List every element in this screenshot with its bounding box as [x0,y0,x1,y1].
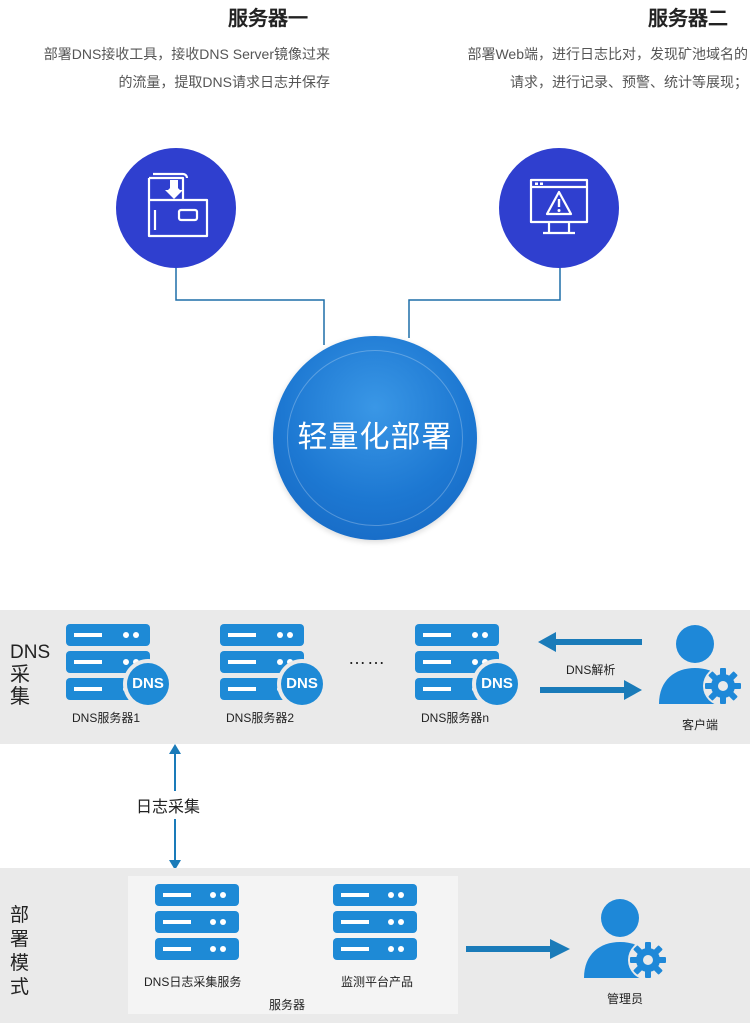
server1-title: 服务器一 [228,8,308,30]
server1-circle [116,148,236,268]
server2-description: 部署Web端，进行日志比对，发现矿池域名的 请求，进行记录、预警、统计等展现； [467,40,748,96]
dns-label-line2: 采 [10,664,30,686]
center-label: 轻量化部署 [297,421,453,454]
deploy-label-char1: 部 [10,905,30,926]
dns-badge-2: DNS [286,675,318,692]
dns-label-line3: 集 [10,686,30,708]
server2-title: 服务器二 [648,8,728,30]
log-service-label: DNS日志采集服务 [144,975,242,989]
dns-resolve-label: DNS解析 [566,663,616,677]
arrow-down-icon [169,860,181,870]
admin-label: 管理员 [607,992,644,1006]
server1-desc-line2: 的流量，提取DNS请求日志并保存 [118,74,330,90]
admin-user-icon [584,899,668,980]
server2-circle [499,148,619,268]
arrow-right-icon [540,680,642,700]
dns-server-2: DNS [220,624,330,706]
dns-server-icon [66,624,173,706]
data-receive-icon [147,172,209,238]
arrow-left-icon [538,632,642,652]
dns-badge-n: DNS [481,675,513,692]
arrow-right-icon [466,939,570,959]
server1-description: 部署DNS接收工具，接收DNS Server镜像过来 的流量，提取DNS请求日志… [44,40,330,96]
monitor-platform-label: 监测平台产品 [341,975,414,989]
dns-server-2-label: DNS服务器2 [226,711,295,725]
client-label: 客户端 [682,718,719,732]
dns-collection-label: DNS 采 集 [10,642,50,708]
server1-desc-line1: 部署DNS接收工具，接收DNS Server镜像过来 [43,46,330,62]
dns-server-1: DNS [66,624,176,706]
dns-server-icon [415,624,522,706]
connector-line-left [175,266,325,345]
deploy-label-char4: 式 [10,977,30,998]
deploy-mode-label: 部 署 模 式 [10,904,29,1000]
arrow-right-admin [466,939,570,959]
center-circle: 轻量化部署 [273,336,477,540]
ellipsis: …… [348,648,386,668]
connector-line-right [408,266,561,338]
server2-desc-line1: 部署Web端，进行日志比对，发现矿池域名的 [467,46,748,62]
arrow-up-icon [169,744,181,754]
dns-server-n-label: DNS服务器n [421,711,490,725]
dns-server-n: DNS [415,624,525,706]
dns-server-icon [220,624,327,706]
dns-resolve-arrows [538,632,642,700]
monitor-alert-icon [529,178,589,235]
monitor-platform-server-icon [333,884,417,960]
dns-badge-1: DNS [132,675,164,692]
server2-desc-line2: 请求，进行记录、预警、统计等展现； [510,74,748,90]
log-service-server-icon [155,884,239,960]
server-label: 服务器 [269,998,306,1012]
log-collect-label: 日志采集 [136,791,201,819]
deploy-label-char2: 署 [10,929,30,950]
dns-server-1-label: DNS服务器1 [72,711,141,725]
connector-lines [175,266,561,345]
dns-label-line1: DNS [10,642,51,663]
client-user-icon [659,625,743,706]
center-circle-ring [287,350,463,526]
deploy-label-char3: 模 [10,953,30,974]
